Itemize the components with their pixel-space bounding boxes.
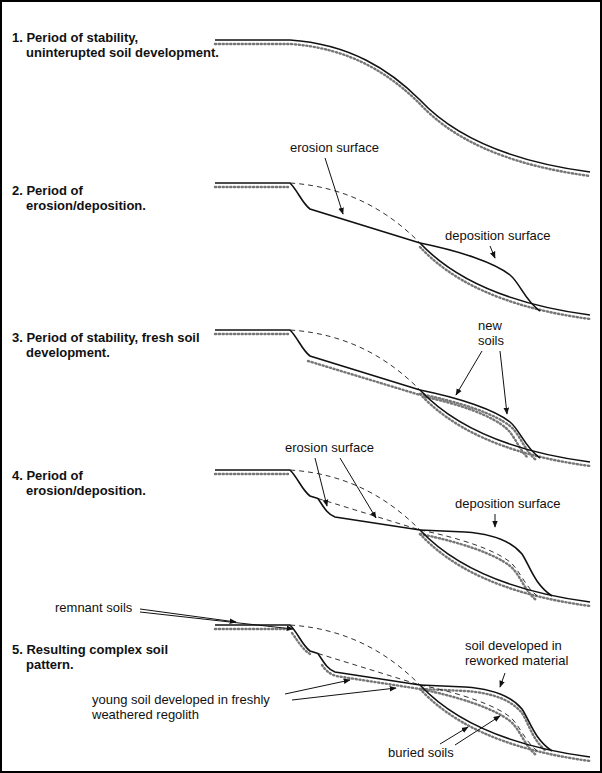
- soil-stipple: [425, 397, 528, 458]
- slope-profile: [215, 183, 590, 319]
- soil-stipple: [215, 628, 288, 630]
- slope-profile: [215, 330, 590, 466]
- slope-profile: [420, 243, 540, 311]
- slope-profile: [318, 654, 420, 686]
- leader-lines: [455, 716, 500, 745]
- soil-stipple: [420, 394, 536, 460]
- leader-lines: [315, 458, 327, 506]
- slope-profile: [215, 40, 590, 176]
- soil-stipple: [420, 247, 590, 319]
- slope-profile: [420, 530, 552, 596]
- stage-heading: 1. Period of stability, uninterupted soi…: [12, 30, 221, 60]
- slope-profile: [420, 530, 590, 602]
- soil-stipple: [308, 361, 420, 395]
- soil-label: buried soils: [388, 745, 454, 760]
- soil-stipple: [420, 534, 590, 606]
- slope-profile: [420, 390, 590, 462]
- soil-stipple: [215, 187, 590, 319]
- surface-label: deposition surface: [445, 228, 551, 243]
- slope-profile: [215, 625, 590, 761]
- slope-profile: [215, 182, 290, 184]
- soil-stipple: [215, 629, 590, 761]
- soil-stipple: [420, 394, 590, 466]
- slope-profile: [215, 470, 590, 606]
- soil-stipple: [215, 333, 288, 335]
- leader-lines: [500, 351, 507, 414]
- soil-stipple: [215, 473, 288, 475]
- slope-profile: [215, 469, 290, 471]
- soil-stipple: [420, 534, 536, 600]
- leader-lines: [325, 158, 343, 214]
- slope-profile: [290, 330, 420, 390]
- stage-heading: 4. Period of erosion/deposition.: [12, 468, 176, 498]
- slope-profile: [290, 183, 420, 243]
- soil-label: soil developed in reworked material: [465, 638, 590, 668]
- leader-lines: [340, 458, 376, 518]
- slope-profile: [290, 470, 420, 530]
- soil-stipple: [215, 474, 590, 606]
- surface-label: deposition surface: [455, 496, 561, 511]
- surface-label: erosion surface: [290, 140, 379, 155]
- leader-lines: [456, 351, 482, 395]
- leader-lines: [495, 514, 496, 527]
- leader-lines: [292, 688, 396, 700]
- slope-profile: [318, 499, 420, 531]
- stage-heading: 3. Period of stability, fresh soil devel…: [12, 330, 221, 360]
- slope-profile: [290, 330, 420, 390]
- soil-label: remnant soils: [55, 600, 132, 615]
- slope-profile: [318, 499, 420, 531]
- leader-lines: [500, 673, 505, 687]
- soil-stipple: [215, 334, 590, 466]
- leader-lines: [140, 612, 293, 629]
- slope-profile: [290, 183, 420, 243]
- soil-stipple: [292, 633, 310, 654]
- slope-profile: [420, 685, 552, 751]
- soil-stipple: [215, 186, 288, 188]
- slope-profile: [420, 530, 540, 598]
- slope-profile: [215, 40, 590, 172]
- slope-profile: [290, 625, 318, 654]
- soil-stipple: [215, 44, 590, 176]
- soil-stipple: [425, 397, 528, 458]
- surface-label: erosion surface: [285, 440, 374, 455]
- leader-lines: [490, 246, 495, 258]
- slope-profile: [420, 243, 590, 315]
- soil-label: new soils: [478, 318, 523, 348]
- leader-lines: [140, 158, 507, 745]
- slope-profile: [420, 685, 540, 753]
- slope-profile: [290, 470, 318, 499]
- slope-profile: [215, 329, 290, 331]
- leader-lines: [285, 680, 350, 694]
- stage-heading: 5. Resulting complex soil pattern.: [12, 642, 216, 672]
- leader-lines: [140, 609, 236, 622]
- soil-stipple: [215, 44, 590, 176]
- stage-heading: 2. Period of erosion/deposition.: [12, 183, 176, 213]
- slope-profile: [420, 390, 540, 458]
- soil-label: young soil developed in freshly weathere…: [92, 692, 287, 722]
- leader-lines: [440, 727, 468, 744]
- slope-profile: [290, 625, 420, 685]
- slope-profile: [318, 654, 420, 686]
